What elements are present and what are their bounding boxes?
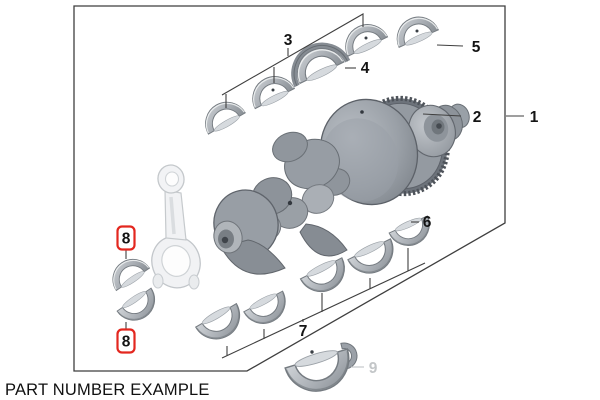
bearing-shell	[298, 254, 353, 301]
callout-1[interactable]: 1	[530, 109, 539, 126]
callout-9[interactable]: 9	[369, 360, 378, 377]
callout-8-highlight-box-bottom[interactable]	[116, 328, 136, 354]
upper-main-bearing-shells	[197, 9, 441, 138]
callout-6[interactable]: 6	[423, 214, 432, 231]
bearing-shell	[104, 251, 152, 294]
callout-3[interactable]: 3	[284, 32, 293, 49]
bearing-shell	[244, 68, 297, 112]
crankshaft	[213, 95, 470, 275]
connecting-rod	[151, 164, 201, 290]
callout-8-top[interactable]: 8	[122, 231, 131, 248]
bearing-shell	[193, 300, 249, 348]
leader-3	[221, 13, 364, 108]
bearing-shell	[345, 235, 402, 282]
leader-lines	[125, 13, 524, 368]
caption-part-number-example: PART NUMBER EXAMPLE	[5, 381, 210, 399]
oil-hole	[287, 200, 293, 206]
callout-8-highlight-box-top[interactable]	[116, 225, 136, 251]
bearing-shell	[283, 343, 358, 400]
callout-7[interactable]: 7	[299, 323, 308, 340]
leader-7	[221, 248, 426, 359]
leader-5	[436, 44, 464, 47]
callout-8-bottom[interactable]: 8	[122, 334, 131, 351]
bearing-shell	[114, 285, 163, 329]
diagram-border	[73, 5, 506, 372]
thrust-bearing-shell	[291, 42, 351, 88]
oil-hole	[360, 110, 364, 114]
callout-5[interactable]: 5	[472, 39, 481, 56]
bearing-shell	[241, 287, 294, 332]
callout-2[interactable]: 2	[473, 109, 482, 126]
thrust-washer-bearing	[283, 342, 358, 400]
callout-4[interactable]: 4	[361, 60, 370, 77]
leader-2	[422, 113, 462, 117]
bearing-shell	[197, 93, 248, 138]
bearing-shell	[389, 9, 441, 51]
